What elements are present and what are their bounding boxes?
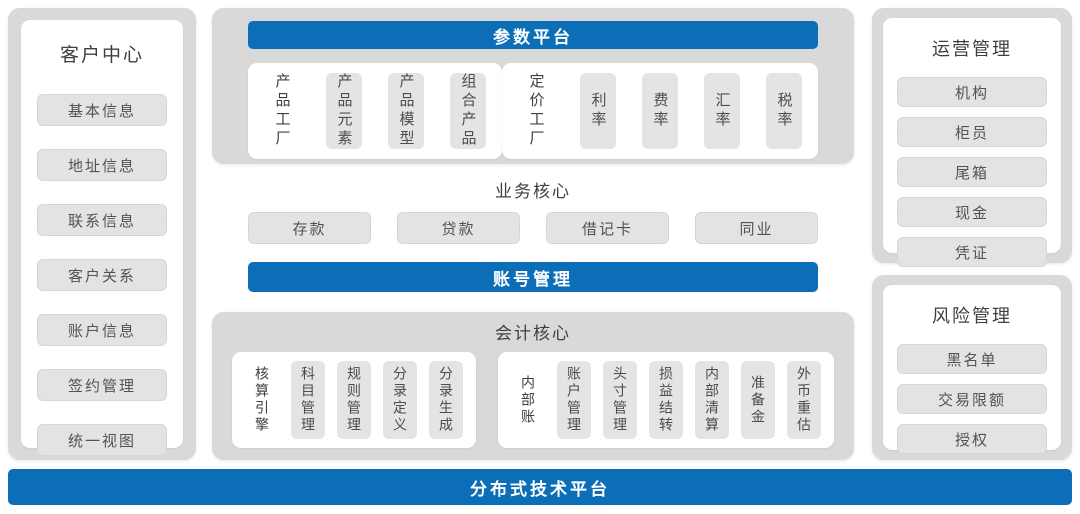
business-core-modules: 存款 贷款 借记卡 同业: [248, 212, 818, 244]
param-platform-groups: 产品工厂 产品元素 产品模型 组合产品 定价工厂 利率 费率 汇率 税率: [248, 63, 818, 159]
module-position-mgmt: 头寸管理: [603, 361, 637, 439]
module-basic-info: 基本信息: [37, 94, 167, 126]
account-mgmt-bar: 账号管理: [248, 262, 818, 292]
module-customer-relation: 客户关系: [37, 259, 167, 291]
internal-account-label: 内部账: [520, 374, 536, 426]
operations-mgmt-panel: 运营管理 机构 柜员 尾箱 现金 凭证: [872, 8, 1072, 267]
module-tax-rate: 税率: [766, 73, 802, 149]
accounting-engine-group: 核算引擎 科目管理 规则管理 分录定义 分录生成: [232, 352, 476, 448]
module-institution: 机构: [897, 77, 1047, 107]
module-product-element: 产品元素: [326, 73, 362, 149]
module-loan: 贷款: [397, 212, 520, 244]
module-account-mgmt: 账户管理: [557, 361, 591, 439]
operations-mgmt-title: 运营管理: [932, 39, 1012, 59]
module-reserve-fund: 准备金: [741, 361, 775, 439]
module-composite-product: 组合产品: [450, 73, 486, 149]
accounting-core-groups: 核算引擎 科目管理 规则管理 分录定义 分录生成 内部账 账户管理 头寸管理 损…: [230, 352, 836, 448]
param-platform-header: 参数平台: [248, 21, 818, 49]
module-address-info: 地址信息: [37, 149, 167, 181]
module-contract-mgmt: 签约管理: [37, 369, 167, 401]
module-pnl-carryover: 损益结转: [649, 361, 683, 439]
module-teller: 柜员: [897, 117, 1047, 147]
module-subject-mgmt: 科目管理: [291, 361, 325, 439]
pricing-factory-label: 定价工厂: [527, 73, 545, 149]
pricing-factory-group: 定价工厂 利率 费率 汇率 税率: [502, 63, 818, 159]
param-platform-section: 参数平台 产品工厂 产品元素 产品模型 组合产品 定价工厂 利率 费率 汇率 税…: [212, 8, 854, 164]
customer-center-card: 客户中心 基本信息 地址信息 联系信息 客户关系 账户信息 签约管理 统一视图: [21, 20, 183, 456]
module-interbank: 同业: [695, 212, 818, 244]
module-voucher: 凭证: [897, 237, 1047, 267]
module-unified-view: 统一视图: [37, 424, 167, 456]
module-exchange-rate: 汇率: [704, 73, 740, 149]
module-entry-definition: 分录定义: [383, 361, 417, 439]
module-account-info: 账户信息: [37, 314, 167, 346]
module-product-model: 产品模型: [388, 73, 424, 149]
distributed-tech-platform-bar: 分布式技术平台: [8, 469, 1072, 505]
internal-account-group: 内部账 账户管理 头寸管理 损益结转 内部清算 准备金 外币重估: [498, 352, 834, 448]
product-factory-label: 产品工厂: [273, 73, 291, 149]
module-fee-rate: 费率: [642, 73, 678, 149]
module-cash: 现金: [897, 197, 1047, 227]
risk-mgmt-title: 风险管理: [932, 306, 1012, 326]
module-interest-rate: 利率: [580, 73, 616, 149]
accounting-engine-label: 核算引擎: [254, 366, 270, 434]
operations-mgmt-card: 运营管理 机构 柜员 尾箱 现金 凭证: [883, 18, 1061, 267]
module-blacklist: 黑名单: [897, 344, 1047, 374]
module-entry-generation: 分录生成: [429, 361, 463, 439]
accounting-core-section: 会计核心 核算引擎 科目管理 规则管理 分录定义 分录生成 内部账 账户管理 头…: [212, 312, 854, 460]
business-core-title: 业务核心: [495, 182, 571, 201]
module-fx-revaluation: 外币重估: [787, 361, 821, 439]
module-deposit: 存款: [248, 212, 371, 244]
risk-mgmt-card: 风险管理 黑名单 交易限额 授权: [883, 285, 1061, 454]
module-debit-card: 借记卡: [546, 212, 669, 244]
customer-center-panel: 客户中心 基本信息 地址信息 联系信息 客户关系 账户信息 签约管理 统一视图: [8, 8, 196, 460]
module-authorization: 授权: [897, 424, 1047, 454]
module-contact-info: 联系信息: [37, 204, 167, 236]
accounting-core-title: 会计核心: [495, 324, 571, 343]
module-cash-box: 尾箱: [897, 157, 1047, 187]
module-rule-mgmt: 规则管理: [337, 361, 371, 439]
module-internal-clearing: 内部清算: [695, 361, 729, 439]
risk-mgmt-panel: 风险管理 黑名单 交易限额 授权: [872, 275, 1072, 460]
product-factory-group: 产品工厂 产品元素 产品模型 组合产品: [248, 63, 502, 159]
core-system-column: 参数平台 产品工厂 产品元素 产品模型 组合产品 定价工厂 利率 费率 汇率 税…: [212, 8, 854, 460]
customer-center-title: 客户中心: [59, 45, 144, 66]
right-panels-column: 运营管理 机构 柜员 尾箱 现金 凭证 风险管理 黑名单 交易限额 授权: [872, 8, 1072, 460]
module-transaction-limit: 交易限额: [897, 384, 1047, 414]
